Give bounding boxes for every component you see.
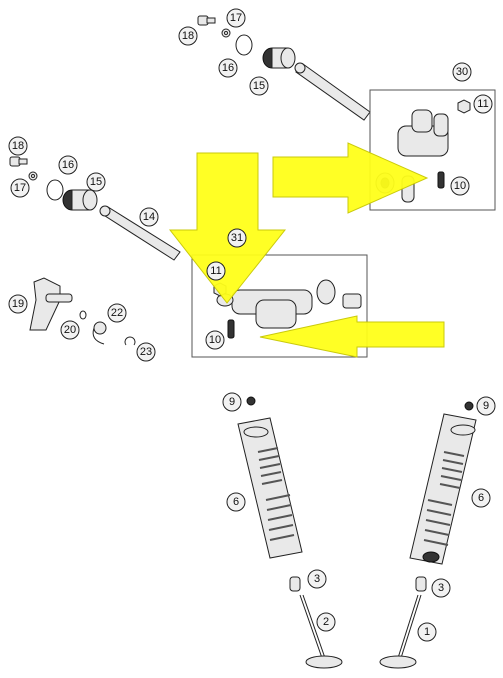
callout-19: 19	[8, 294, 28, 314]
svg-text:16: 16	[222, 62, 234, 74]
callout-10-lower: 10	[205, 330, 225, 350]
callout-11-lower: 11	[206, 261, 226, 281]
svg-text:30: 30	[456, 66, 468, 78]
svg-text:6: 6	[478, 492, 484, 504]
callout-22: 22	[107, 303, 127, 323]
upper-shaft	[294, 62, 371, 121]
svg-text:3: 3	[438, 582, 444, 594]
svg-text:23: 23	[140, 346, 152, 358]
callout-30: 30	[452, 62, 472, 82]
lower-bushing-15	[62, 189, 98, 211]
callout-2: 2	[316, 612, 336, 632]
svg-text:17: 17	[230, 12, 242, 24]
upper-washer-17	[221, 28, 231, 38]
svg-text:9: 9	[229, 396, 235, 408]
callout-18-upper: 18	[178, 26, 198, 46]
washer-20	[79, 310, 87, 320]
svg-text:10: 10	[209, 334, 221, 346]
svg-text:20: 20	[64, 324, 76, 336]
callout-31: 31	[227, 228, 247, 248]
lower-shaft	[99, 205, 181, 261]
svg-text:11: 11	[210, 265, 221, 277]
svg-text:15: 15	[90, 176, 102, 188]
decompression-lever-19	[29, 277, 73, 331]
svg-text:22: 22	[111, 307, 123, 319]
lower-washer-17	[28, 171, 38, 181]
highlight-arrow-down	[168, 152, 287, 304]
svg-text:18: 18	[182, 30, 194, 42]
upper-screw-18	[197, 15, 216, 26]
callout-17-upper: 17	[226, 8, 246, 28]
callout-23: 23	[136, 342, 156, 362]
svg-text:14: 14	[143, 211, 155, 223]
upper-nut-11	[457, 99, 471, 114]
callout-20: 20	[60, 320, 80, 340]
lower-oring-16	[46, 179, 64, 201]
svg-text:19: 19	[12, 298, 24, 310]
callout-16-lower: 16	[58, 155, 78, 175]
callout-14: 14	[139, 207, 159, 227]
spring-22	[92, 321, 107, 345]
callout-16-upper: 16	[218, 58, 238, 78]
svg-text:6: 6	[233, 496, 239, 508]
callout-6-right: 6	[471, 488, 491, 508]
svg-text:1: 1	[424, 626, 430, 638]
callout-15-upper: 15	[249, 76, 269, 96]
lower-screw-18	[9, 156, 28, 167]
upper-bushing-15	[262, 47, 296, 69]
svg-text:3: 3	[314, 573, 320, 585]
svg-text:31: 31	[231, 232, 243, 244]
callout-3-right: 3	[431, 578, 451, 598]
right-keeper-3	[415, 576, 427, 592]
callout-9-left: 9	[222, 392, 242, 412]
callout-10-upper: 10	[450, 176, 470, 196]
svg-text:11: 11	[477, 98, 488, 110]
callout-17-lower: 17	[10, 178, 30, 198]
upper-rocker-box	[369, 89, 496, 211]
callout-3-left: 3	[307, 569, 327, 589]
callout-11-upper: 11	[473, 94, 493, 114]
circlip-23	[124, 336, 136, 346]
right-valve-assembly	[409, 401, 477, 565]
svg-text:16: 16	[62, 159, 74, 171]
svg-text:18: 18	[12, 140, 24, 152]
callout-15-lower: 15	[86, 172, 106, 192]
left-valve-assembly	[237, 396, 303, 559]
highlight-arrow-right-upper	[272, 142, 429, 214]
lower-rocker-arm	[216, 279, 362, 339]
valve-1	[379, 594, 422, 669]
highlight-arrow-left-lower	[259, 315, 445, 358]
callout-6-left: 6	[226, 492, 246, 512]
callout-9-right: 9	[476, 396, 496, 416]
upper-oring-16	[235, 34, 253, 56]
lower-rocker-box	[191, 254, 368, 358]
svg-text:9: 9	[483, 400, 489, 412]
left-keeper-3	[289, 576, 301, 592]
callout-1: 1	[417, 622, 437, 642]
svg-text:15: 15	[253, 80, 265, 92]
valve-2	[299, 594, 343, 669]
svg-text:2: 2	[323, 616, 329, 628]
svg-text:10: 10	[454, 180, 466, 192]
svg-text:17: 17	[14, 182, 26, 194]
callout-18-lower: 18	[8, 136, 28, 156]
